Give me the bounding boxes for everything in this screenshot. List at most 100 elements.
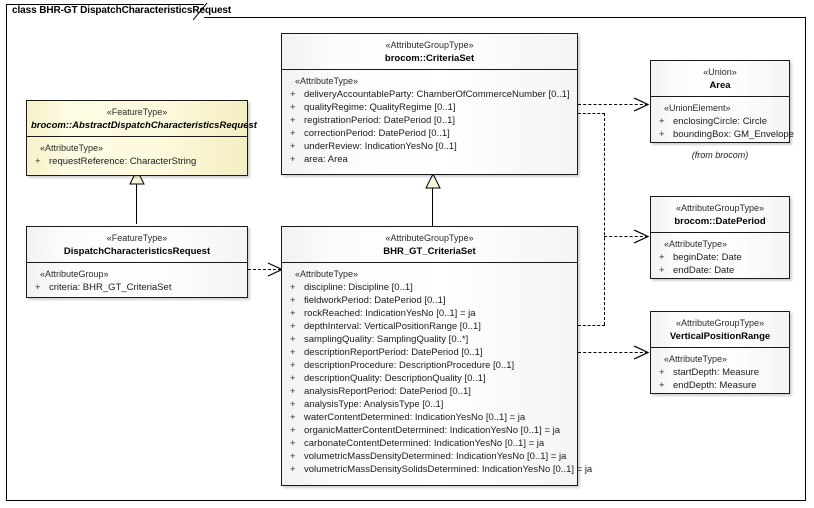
attribute-row: +organicMatterContentDetermined: Indicat…: [286, 424, 573, 437]
class-box-criteriaset[interactable]: «AttributeGroupType» brocom::CriteriaSet…: [281, 33, 578, 175]
attribute-group-stereotype: «AttributeType»: [295, 76, 359, 86]
generalization-arrowhead-criteriaset: [425, 172, 441, 189]
visibility-marker: +: [290, 308, 296, 319]
attribute-row: + discipline: Discipline [0..1]: [286, 281, 573, 294]
attribute-row: + deliveryAccountableParty: ChamberOfComm…: [286, 88, 573, 101]
visibility-marker: +: [290, 451, 296, 462]
area-package-caption: (from brocom): [691, 150, 749, 160]
attribute-text: analysisReportPeriod: DatePeriod [0..1]: [304, 386, 471, 397]
visibility-marker: +: [659, 252, 665, 263]
visibility-marker: +: [290, 102, 296, 113]
attribute-text: descriptionReportPeriod: DatePeriod [0..…: [304, 347, 483, 358]
attribute-row: + carbonateContentDetermined: IndicationY…: [286, 437, 573, 450]
attribute-group-stereotype: «AttributeType»: [664, 239, 728, 249]
attribute-text: underReview: IndicationYesNo [0..1]: [304, 141, 457, 152]
attribute-text: samplingQuality: SamplingQuality [0..*]: [304, 334, 469, 345]
attribute-text: endDepth: Measure: [673, 380, 757, 391]
attribute-row: +requestReference: CharacterString: [31, 155, 243, 168]
attribute-text: boundingBox: GM_Envelope: [673, 129, 794, 140]
visibility-marker: +: [35, 282, 41, 293]
attribute-row: +waterContentDetermined: IndicationYesNo…: [286, 411, 573, 424]
attribute-text: descriptionQuality: DescriptionQuality […: [304, 373, 486, 384]
attribute-text: descriptionProcedure: DescriptionProcedu…: [304, 360, 515, 371]
attribute-row: + boundingBox: GM_Envelope: [655, 128, 794, 141]
dependency-line-dateperiod: [604, 236, 648, 237]
frame-tab-corner-icon: [193, 3, 208, 21]
visibility-marker: +: [290, 412, 296, 423]
attribute-text: volumetricMassDensitySolidsDetermined: I…: [304, 464, 593, 475]
visibility-marker: +: [290, 399, 296, 410]
dependency-bus-top: [578, 113, 605, 114]
attribute-row: + rockReached: IndicationYesNo [0..1] = j…: [286, 307, 573, 320]
attribute-row: +criteria: BHR_GT_CriteriaSet: [31, 281, 243, 294]
attribute-text: discipline: Discipline [0..1]: [304, 282, 413, 293]
attribute-text: deliveryAccountableParty: ChamberOfComme…: [304, 89, 570, 100]
visibility-marker: +: [659, 367, 665, 378]
attribute-row: + descriptionProcedure: DescriptionProced…: [286, 359, 573, 372]
attribute-row: +correctionPeriod: DatePeriod [0..1]: [286, 127, 573, 140]
generalization-line-dispatch: [136, 183, 137, 224]
attribute-group-stereotype: «AttributeType»: [664, 354, 728, 364]
attribute-group-stereotype: «AttributeType»: [40, 143, 104, 153]
class-stereotype: «FeatureType»: [106, 233, 168, 243]
class-box-verticalpositionrange[interactable]: «AttributeGroupType» VerticalPositionRan…: [650, 311, 790, 394]
class-name: brocom::AbstractDispatchCharacteristicsR…: [31, 120, 257, 131]
class-body-criteriaset: «AttributeType» + deliveryAccountablePart…: [282, 70, 577, 171]
class-header-abstract-dispatch-request: «FeatureType» brocom::AbstractDispatchCh…: [27, 101, 257, 137]
attribute-text: registrationPeriod: DatePeriod [0..1]: [304, 115, 456, 126]
class-box-dateperiod[interactable]: «AttributeGroupType» brocom::DatePeriod …: [650, 196, 790, 279]
attribute-text: fieldworkPeriod: DatePeriod [0..1]: [304, 295, 446, 306]
visibility-marker: +: [659, 265, 665, 276]
attribute-row: +volumetricMassDensitySolidsDetermined: …: [286, 463, 592, 476]
class-box-abstract-dispatch-request[interactable]: «FeatureType» brocom::AbstractDispatchCh…: [26, 100, 257, 176]
attribute-text: requestReference: CharacterString: [49, 156, 197, 167]
attribute-row: + fieldworkPeriod: DatePeriod [0..1]: [286, 294, 573, 307]
attribute-text: correctionPeriod: DatePeriod [0..1]: [304, 128, 450, 139]
attribute-text: analysisType: AnalysisType [0..1]: [304, 399, 444, 410]
attribute-row: +samplingQuality: SamplingQuality [0..*]: [286, 333, 573, 346]
diagram-frame-tab: [6, 4, 204, 21]
visibility-marker: +: [290, 295, 296, 306]
attribute-row: + endDate: Date: [655, 264, 785, 277]
class-box-dispatch-request[interactable]: «FeatureType» DispatchCharacteristicsReq…: [26, 226, 248, 298]
attribute-row: +depthInterval: VerticalPositionRange [0…: [286, 320, 573, 333]
attribute-text: rockReached: IndicationYesNo [0..1] = ja: [304, 308, 476, 319]
class-stereotype: «AttributeGroupType»: [385, 233, 474, 243]
class-name: Area: [709, 80, 731, 91]
attribute-row: + descriptionReportPeriod: DatePeriod [0.…: [286, 346, 573, 359]
class-name: brocom::CriteriaSet: [384, 53, 475, 64]
attribute-text: qualityRegime: QualityRegime [0..1]: [304, 102, 456, 113]
attribute-text: enclosingCircle: Circle: [673, 116, 767, 127]
attribute-row: +analysisReportPeriod: DatePeriod [0..1]: [286, 385, 573, 398]
class-body-dateperiod: «AttributeType» +beginDate: Date + endDat…: [651, 233, 789, 282]
attribute-text: volumetricMassDensityDetermined: Indicat…: [304, 451, 567, 462]
attribute-row: + startDepth: Measure: [655, 366, 785, 379]
visibility-marker: +: [290, 89, 296, 100]
class-stereotype: «AttributeGroupType»: [675, 203, 765, 213]
visibility-marker: +: [290, 438, 296, 449]
class-header-bhr-gt-criteriaset: «AttributeGroupType» BHR_GT_CriteriaSet: [282, 227, 577, 263]
visibility-marker: +: [290, 282, 296, 293]
class-stereotype: «AttributeGroupType»: [675, 318, 765, 328]
class-box-bhr-gt-criteriaset[interactable]: «AttributeGroupType» BHR_GT_CriteriaSet …: [281, 226, 592, 486]
visibility-marker: +: [290, 154, 296, 165]
attribute-text: carbonateContentDetermined: IndicationYe…: [304, 438, 545, 449]
visibility-marker: +: [290, 373, 296, 384]
class-box-area[interactable]: «Union» Area «UnionElement» +enclosingCi…: [650, 60, 794, 143]
attribute-row: + analysisType: AnalysisType [0..1]: [286, 398, 573, 411]
attribute-row: + descriptionQuality: DescriptionQuality …: [286, 372, 573, 385]
visibility-marker: +: [659, 380, 665, 391]
dependency-line-verticalpositionrange: [578, 352, 648, 353]
attribute-text: startDepth: Measure: [673, 367, 760, 378]
visibility-marker: +: [290, 360, 296, 371]
visibility-marker: +: [659, 129, 665, 140]
attribute-text: endDate: Date: [673, 265, 735, 276]
class-header-area: «Union» Area: [651, 61, 789, 97]
dependency-arrowhead-area: [633, 97, 650, 112]
attribute-group-stereotype: «AttributeType»: [295, 269, 359, 279]
attribute-text: depthInterval: VerticalPositionRange [0.…: [304, 321, 481, 332]
visibility-marker: +: [290, 347, 296, 358]
attribute-row: +beginDate: Date: [655, 251, 785, 264]
class-body-abstract-dispatch-request: «AttributeType» +requestReference: Chara…: [27, 137, 247, 173]
